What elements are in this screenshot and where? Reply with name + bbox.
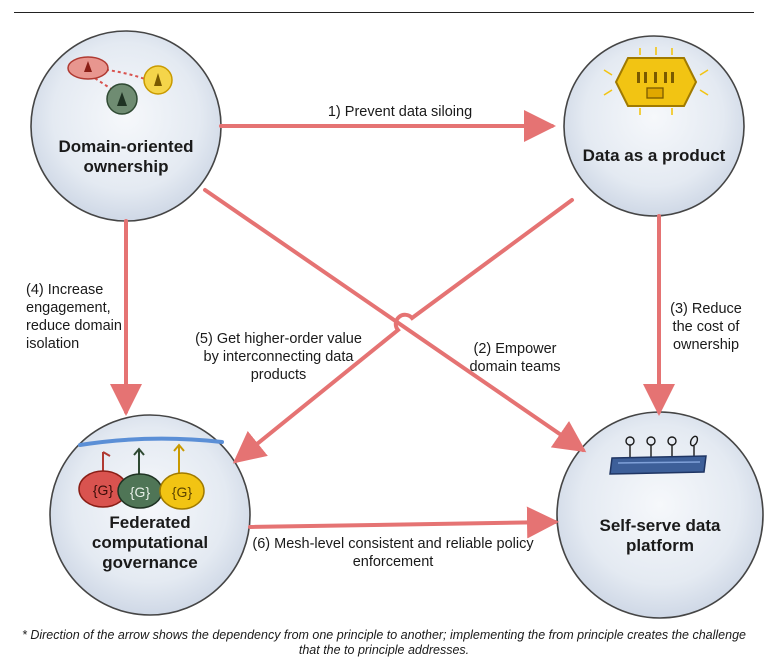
platform-title: Self-serve data platform (599, 516, 721, 555)
domain-ownership-title: Domain-oriented ownership (58, 137, 194, 176)
governance-title: Federated computational governance (91, 513, 209, 572)
data-product-title: Data as a product (582, 146, 726, 165)
footnote: * Direction of the arrow shows the depen… (21, 628, 746, 657)
governance-circle (49, 414, 251, 616)
arrow-5-interconnect-products (232, 198, 574, 464)
arrow-2-label: (2) Empower domain teams (469, 341, 561, 375)
top-rule (14, 12, 754, 13)
platform-bar-icon (609, 435, 707, 475)
arrow-3-label: (3) Reduce the cost of ownership (670, 301, 742, 353)
arrow-6-label: (6) Mesh-level consistent and reliable p… (252, 536, 534, 570)
governance-badge-yellow: {G} (172, 484, 193, 500)
governance-shapes-icon (78, 436, 224, 510)
platform-circle (556, 411, 764, 619)
data-product-circle (563, 35, 745, 217)
domain-pawns-icon (67, 56, 173, 115)
governance-badge-red: {G} (93, 482, 114, 498)
data-product-hexagon-icon (603, 47, 709, 115)
arrow-4-label: (4) Increase engagement, reduce domain i… (26, 282, 122, 352)
arrow-6-policy-enforcement (248, 506, 559, 539)
domain-ownership-circle (30, 30, 222, 222)
governance-badge-green: {G} (130, 484, 151, 500)
arrow-2-empower-teams (203, 188, 587, 453)
arrow-1-label: 1) Prevent data siloing (327, 104, 473, 120)
arrow-5-label: (5) Get higher-order value by interconne… (195, 331, 362, 383)
